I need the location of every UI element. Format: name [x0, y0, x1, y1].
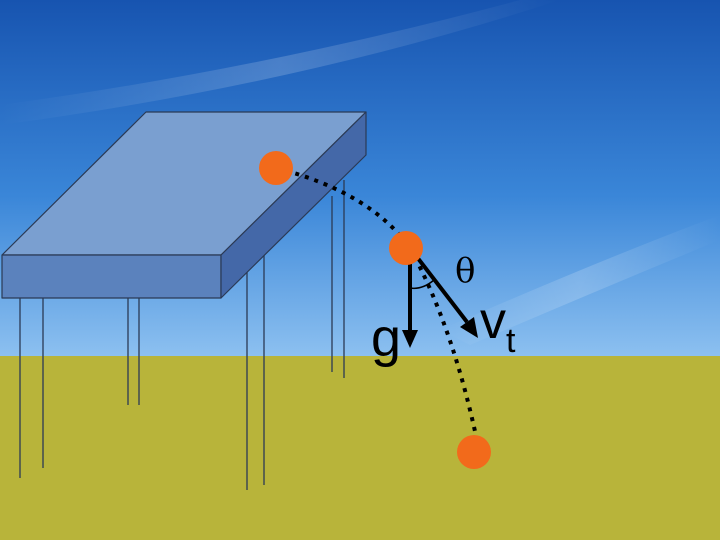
- sky-streak: [440, 215, 720, 345]
- velocity-vector: [408, 246, 478, 338]
- velocity-arrowhead: [460, 317, 478, 338]
- table-legs: [19, 180, 345, 490]
- velocity-label-subscript: t: [506, 322, 516, 360]
- velocity-label: vt: [480, 292, 516, 360]
- velocity-label-main: v: [480, 292, 506, 350]
- ball-start: [259, 151, 293, 185]
- angle-arc: [409, 279, 435, 290]
- ball-end: [457, 435, 491, 469]
- angle-label: θ: [455, 251, 475, 291]
- gravity-arrowhead: [402, 330, 418, 348]
- sky-streak: [0, 0, 560, 125]
- ball-middle: [389, 231, 423, 265]
- table-side: [220, 111, 367, 299]
- table: [1, 111, 367, 299]
- gravity-label: g: [371, 308, 401, 368]
- table-front: [1, 254, 222, 299]
- ground: [0, 356, 720, 540]
